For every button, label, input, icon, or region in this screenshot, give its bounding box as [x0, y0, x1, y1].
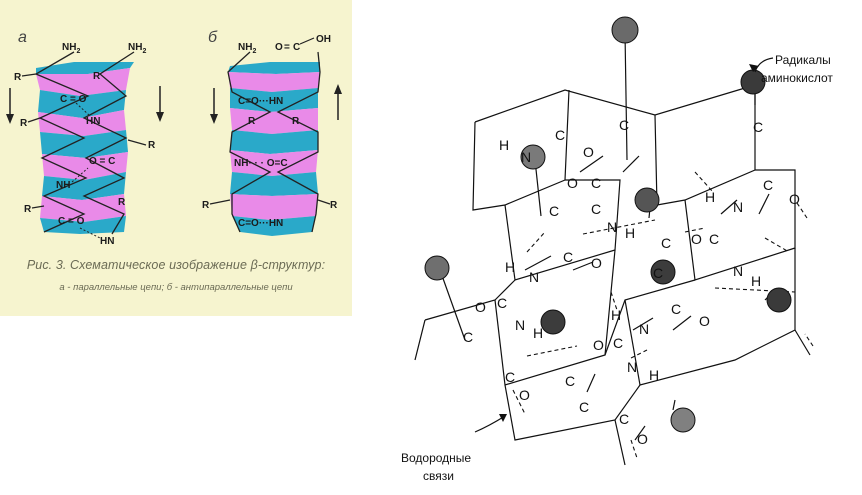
pleated-sheet-drawing: C H N C O C C O H N O C C N H C H N C O …	[401, 16, 833, 483]
svg-text:C: C	[661, 235, 671, 251]
figure-caption: Рис. 3. Схематическое изображение β-стру…	[26, 258, 326, 272]
svg-text:C: C	[709, 231, 719, 247]
svg-text:NH· · · O=C: NH· · · O=C	[234, 158, 288, 169]
svg-text:C: C	[555, 127, 565, 143]
svg-text:NH: NH	[56, 180, 70, 191]
radical-ball	[670, 407, 696, 433]
radical-balls	[424, 16, 792, 433]
svg-text:C: C	[753, 119, 763, 135]
svg-text:O: O	[637, 431, 648, 447]
svg-text:N: N	[515, 317, 525, 333]
svg-text:C: C	[613, 335, 623, 351]
svg-text:OH: OH	[316, 34, 331, 45]
svg-text:H: H	[499, 137, 509, 153]
svg-text:HN: HN	[100, 236, 114, 247]
svg-text:H: H	[505, 259, 515, 275]
annotation-hbonds: Водородные связи	[401, 414, 507, 483]
svg-text:H: H	[705, 189, 715, 205]
svg-text:O: O	[519, 387, 530, 403]
parallel-chains-diagram: NH2 NH2 R R C = O HN R R O = C NH R R C …	[6, 42, 164, 247]
svg-text:C: C	[549, 203, 559, 219]
svg-text:N: N	[607, 219, 617, 235]
beta-structure-drawings: а б NH2 NH2 R R C = O HN R	[6, 29, 342, 247]
svg-text:O: O	[567, 175, 578, 191]
svg-text:R: R	[202, 200, 210, 211]
radical-ball	[650, 259, 676, 285]
svg-text:C: C	[763, 177, 773, 193]
label-hbonds-line2: связи	[423, 469, 454, 483]
svg-text:R: R	[24, 204, 32, 215]
svg-text:C = O: C = O	[58, 216, 85, 227]
svg-text:HN: HN	[86, 116, 100, 127]
svg-text:O: O	[699, 313, 710, 329]
radical-ball	[540, 309, 566, 335]
svg-text:H: H	[751, 273, 761, 289]
antiparallel-chains-diagram: NH2 O = C OH C=O···HN R R NH· · · O=C R …	[202, 34, 342, 236]
annotation-radicals: Радикалы аминокислот	[749, 53, 833, 85]
svg-text:O: O	[691, 231, 702, 247]
svg-text:R: R	[118, 197, 126, 208]
svg-text:O: O	[591, 255, 602, 271]
svg-text:N: N	[733, 263, 743, 279]
svg-text:R: R	[93, 71, 101, 82]
svg-text:O: O	[475, 299, 486, 315]
svg-text:NH2: NH2	[238, 42, 256, 55]
svg-text:C: C	[671, 301, 681, 317]
svg-text:O = C: O = C	[89, 156, 115, 167]
svg-text:N: N	[529, 269, 539, 285]
beta-structure-schematic-panel: а б NH2 NH2 R R C = O HN R	[0, 0, 352, 316]
svg-text:C: C	[565, 373, 575, 389]
svg-text:C = O: C = O	[60, 94, 87, 105]
svg-text:R: R	[248, 116, 256, 127]
svg-text:C: C	[619, 411, 629, 427]
svg-text:C=O···HN: C=O···HN	[238, 218, 283, 229]
label-hbonds-line1: Водородные	[401, 451, 471, 465]
radical-ball	[520, 144, 546, 170]
svg-text:N: N	[627, 359, 637, 375]
figure-subcaption: а - параллельные цепи; б - антипараллель…	[59, 282, 293, 293]
svg-text:O: O	[583, 144, 594, 160]
svg-text:C: C	[293, 42, 300, 53]
radical-ball	[766, 287, 792, 313]
svg-text:C: C	[619, 117, 629, 133]
svg-text:=: =	[284, 42, 290, 53]
radical-ball	[611, 16, 639, 44]
pleated-sheet-diagram: C H N C O C C O H N O C C N H C H N C O …	[355, 0, 862, 495]
svg-text:H: H	[533, 325, 543, 341]
svg-text:C: C	[591, 175, 601, 191]
svg-text:C: C	[463, 329, 473, 345]
svg-text:O: O	[789, 191, 800, 207]
svg-text:H: H	[625, 225, 635, 241]
svg-text:H: H	[611, 307, 621, 323]
svg-text:C: C	[591, 201, 601, 217]
svg-text:NH2: NH2	[62, 42, 80, 55]
svg-text:O: O	[275, 42, 283, 53]
svg-text:R: R	[330, 200, 338, 211]
svg-text:C: C	[563, 249, 573, 265]
label-radicals-line2: аминокислот	[761, 71, 833, 85]
svg-text:N: N	[733, 199, 743, 215]
svg-text:C=O···HN: C=O···HN	[238, 96, 283, 107]
svg-text:C: C	[505, 369, 515, 385]
radical-ball	[424, 255, 450, 281]
svg-text:R: R	[14, 72, 22, 83]
label-a: а	[18, 29, 27, 46]
svg-text:C: C	[653, 265, 663, 281]
label-radicals-line1: Радикалы	[775, 53, 831, 67]
svg-text:R: R	[20, 118, 28, 129]
radical-ball	[634, 187, 660, 213]
svg-text:H: H	[649, 367, 659, 383]
svg-text:O: O	[593, 337, 604, 353]
svg-text:N: N	[521, 149, 531, 165]
svg-text:R: R	[292, 116, 300, 127]
svg-text:N: N	[639, 321, 649, 337]
svg-text:C: C	[579, 399, 589, 415]
svg-text:C: C	[497, 295, 507, 311]
svg-text:NH2: NH2	[128, 42, 146, 55]
svg-text:R: R	[148, 140, 156, 151]
atom-labels: C H N C O C C O H N O C C N H C H N C O …	[463, 117, 800, 447]
label-b: б	[208, 29, 218, 46]
